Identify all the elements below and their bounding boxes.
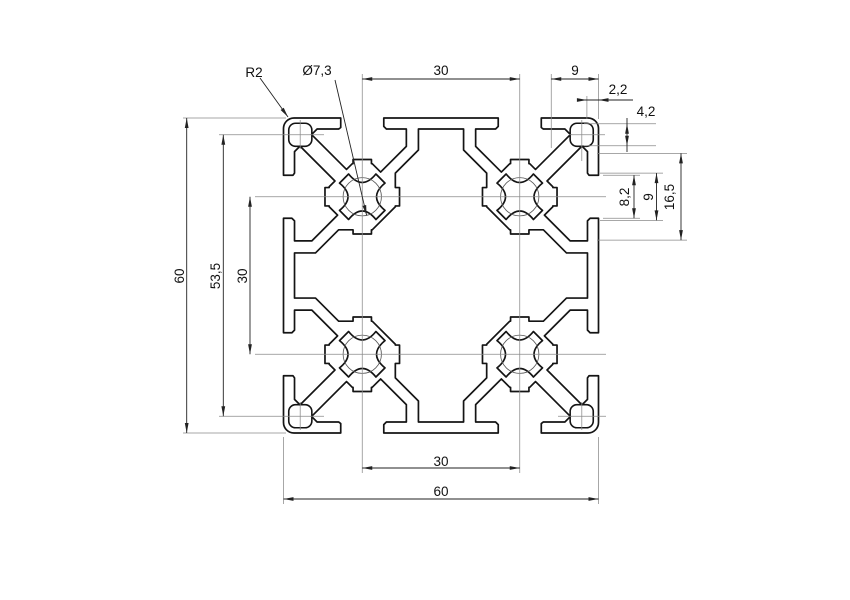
label-corner-radius: R2 [245, 65, 262, 80]
profile-outline [282, 117, 600, 434]
dim-arrow [576, 98, 587, 102]
center-cavity [293, 128, 589, 423]
dim-arrow [632, 175, 636, 186]
dim-arrow [632, 208, 636, 219]
label-slot-pitch-top: 30 [433, 63, 448, 78]
dim-arrow [280, 107, 288, 117]
dim-arrow [283, 497, 294, 501]
dim-arrow [362, 466, 373, 470]
dim-arrow [509, 466, 520, 470]
label-profile-height: 60 [172, 268, 187, 283]
label-corner-wall: 2,2 [609, 82, 628, 97]
label-slot-opening: 8,2 [617, 188, 632, 207]
leader-core-hole [334, 79, 368, 216]
label-slot-pitch-bottom: 30 [433, 454, 448, 469]
dim-arrow [184, 423, 189, 433]
dim-arrow [625, 135, 629, 146]
dim-arrow [362, 77, 373, 81]
dim-arrow [654, 173, 659, 184]
dim-arrow [509, 77, 520, 81]
dim-arrow [598, 98, 609, 102]
label-corner-width: 9 [571, 63, 579, 78]
label-corner-hole-size: 4,2 [637, 104, 656, 119]
label-core-hole-dia: Ø7,3 [302, 63, 331, 78]
dim-arrow [588, 497, 599, 501]
dim-arrow [248, 344, 252, 355]
dim-arrow [625, 123, 629, 134]
label-slot-inner-width: 16,5 [662, 184, 677, 210]
dim-arrow [551, 77, 562, 81]
dim-arrow [248, 196, 252, 207]
dim-arrow [184, 118, 189, 128]
label-slot-pitch-left: 30 [235, 268, 250, 283]
dim-arrow [679, 153, 683, 164]
dim-arrow [588, 77, 599, 81]
dim-arrow [362, 205, 367, 216]
label-profile-width: 60 [433, 484, 448, 499]
label-corner-hole-pitch: 53,5 [208, 263, 223, 289]
dim-arrow [679, 230, 683, 241]
dim-arrow [221, 406, 226, 417]
dim-arrow [221, 134, 226, 145]
dim-arrow [654, 210, 659, 221]
label-slot-root-width: 9 [641, 193, 656, 201]
